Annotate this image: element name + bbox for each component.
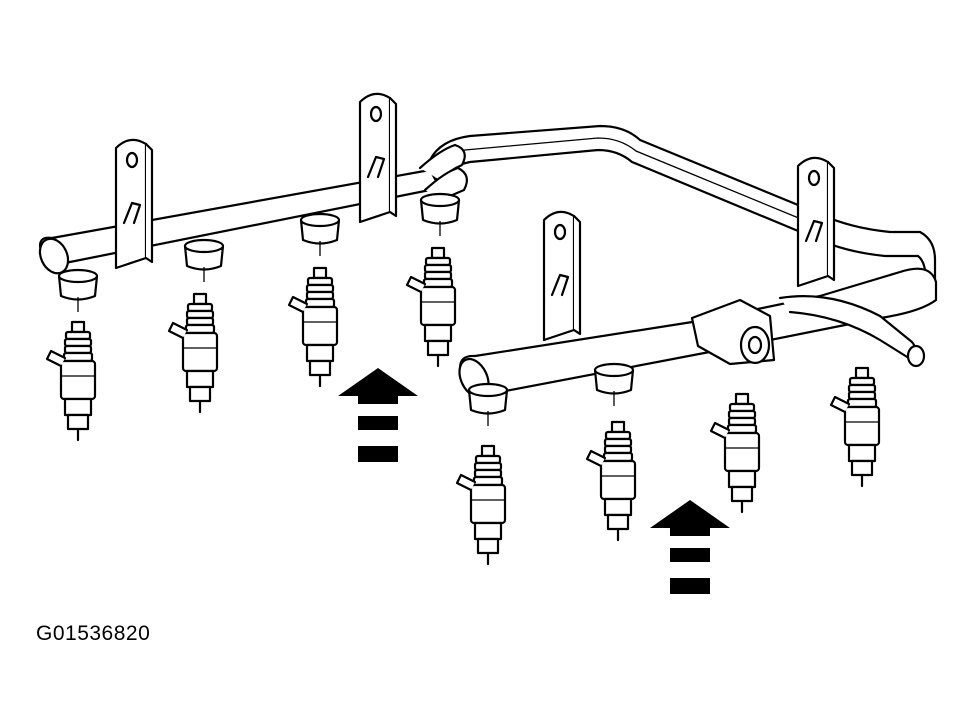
fuel-injector xyxy=(167,292,219,414)
pressure-regulator xyxy=(690,298,776,366)
fuel-injector xyxy=(45,320,97,442)
direction-arrow xyxy=(650,500,730,594)
figure-id: G01536820 xyxy=(36,622,151,645)
mounting-bracket xyxy=(542,210,582,342)
mounting-bracket xyxy=(114,138,154,270)
injector-cap xyxy=(183,238,225,284)
injector-cap xyxy=(593,362,635,408)
injector-cap xyxy=(299,212,341,258)
crossover-tube xyxy=(424,124,937,284)
left-fuel-rail xyxy=(38,143,469,275)
fuel-injector xyxy=(709,392,761,514)
injector-cap xyxy=(57,268,99,314)
mounting-bracket xyxy=(358,92,398,224)
mounting-bracket xyxy=(796,156,836,288)
fuel-injector xyxy=(455,444,507,566)
fuel-injector xyxy=(585,420,637,542)
injector-cap xyxy=(419,192,461,238)
injector-cap xyxy=(467,382,509,428)
fuel-injector xyxy=(405,246,457,368)
fuel-injector xyxy=(287,266,339,388)
fuel-injector xyxy=(829,366,881,488)
direction-arrow xyxy=(338,368,418,462)
